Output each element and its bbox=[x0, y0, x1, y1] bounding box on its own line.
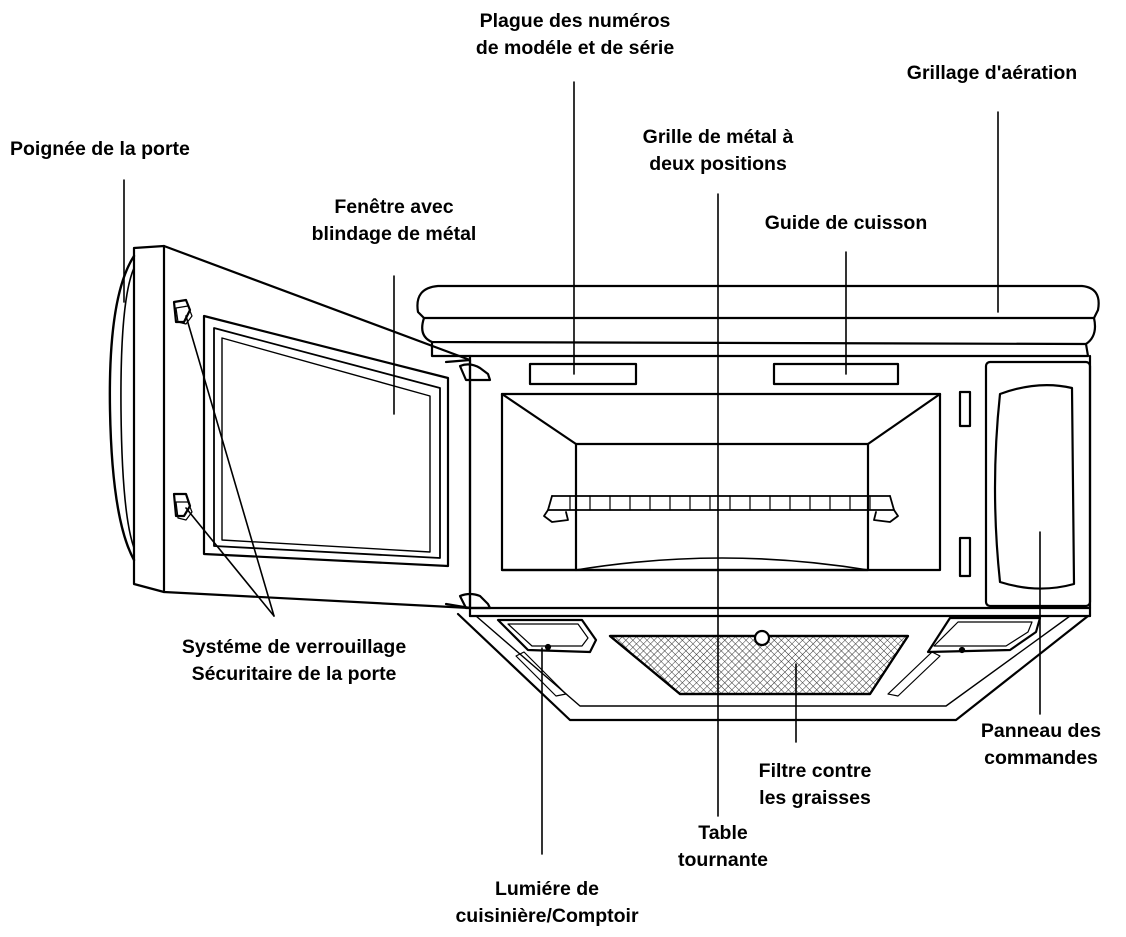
latch-slot-lower bbox=[958, 536, 972, 578]
label-control-panel: Panneau des commandes bbox=[980, 720, 1102, 769]
label-metal-rack: Grille de métal à deux positions bbox=[642, 126, 794, 175]
microwave-door bbox=[108, 244, 492, 610]
top-vent-cabinet bbox=[416, 284, 1100, 358]
control-panel-shape bbox=[984, 360, 1092, 608]
label-serial-plate: Plague des numéros de modéle et de série bbox=[475, 10, 675, 59]
leader-lock-upper bbox=[185, 315, 275, 617]
leader-lines bbox=[123, 81, 1041, 855]
latch-slot-upper bbox=[958, 390, 972, 428]
grease-filter-shape bbox=[608, 629, 910, 696]
cooking-guide-shape bbox=[772, 362, 900, 386]
label-door-handle: Poignée de la porte bbox=[10, 138, 190, 160]
metal-rack-shape bbox=[543, 495, 899, 523]
oven-cavity bbox=[500, 392, 942, 572]
label-window: Fenêtre avec blindage de métal bbox=[311, 196, 477, 245]
label-turntable: Table tournante bbox=[678, 822, 768, 871]
label-cooking-guide: Guide de cuisson bbox=[764, 212, 928, 234]
label-door-lock: Systéme de verrouillage Sécuritaire de l… bbox=[181, 636, 407, 685]
label-vent-grille: Grillage d'aération bbox=[906, 62, 1078, 84]
leader-lock-lower bbox=[185, 507, 275, 617]
serial-plate-shape bbox=[528, 362, 638, 386]
label-cooktop-light: Lumiére de cuisinière/Comptoir bbox=[455, 878, 639, 927]
microwave-underside bbox=[456, 612, 1090, 722]
label-grease-filter: Filtre contre les graisses bbox=[758, 760, 872, 809]
